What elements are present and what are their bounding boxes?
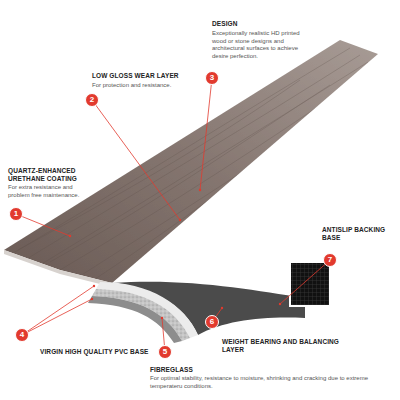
- callout-number: 6: [210, 318, 214, 326]
- part-description: For extra resistance and problem free ma…: [8, 184, 88, 199]
- callout-number: 7: [328, 256, 332, 264]
- callout-circle: 5: [158, 345, 172, 359]
- part-description: For optimal stability, resistance to moi…: [150, 375, 390, 390]
- callout-number: 1: [14, 210, 18, 218]
- part-title: VIRGIN HIGH QUALITY PVC BASE: [40, 348, 155, 356]
- wood-grain: [10, 48, 375, 279]
- callout-circle: 2: [85, 93, 99, 107]
- callout-number: 2: [90, 96, 94, 104]
- callout-circle: 4: [15, 328, 29, 342]
- callout-number: 5: [163, 348, 167, 356]
- part-title: DESIGN: [212, 20, 300, 28]
- part-description: Exceptionally realistic HD printed wood …: [212, 30, 300, 60]
- part-title: FIBREGLASS: [150, 366, 390, 374]
- part-title: ANTISLIP BACKING BASE: [322, 226, 392, 242]
- part-title: QUARTZ-ENHANCED URETHANE COATING: [8, 167, 103, 183]
- part-title: LOW GLOSS WEAR LAYER: [92, 72, 204, 80]
- leader-lines: [16, 78, 330, 352]
- antislip-inset: [290, 262, 330, 306]
- callout-circle: 6: [205, 315, 219, 329]
- callout-number: 4: [20, 331, 24, 339]
- plank-edge: [4, 250, 112, 287]
- callout-number: 3: [210, 74, 214, 82]
- leader-dots: [69, 189, 281, 319]
- callout-circle: 3: [205, 71, 219, 85]
- part-title: WEIGHT BEARING AND BALANCING LAYER: [222, 338, 340, 354]
- pvc-layer: [88, 296, 182, 343]
- callout-circle: 1: [9, 207, 23, 221]
- part-description: For protection and resistance.: [92, 82, 204, 90]
- callout-circle: 7: [323, 253, 337, 267]
- plank-surface: [4, 40, 378, 283]
